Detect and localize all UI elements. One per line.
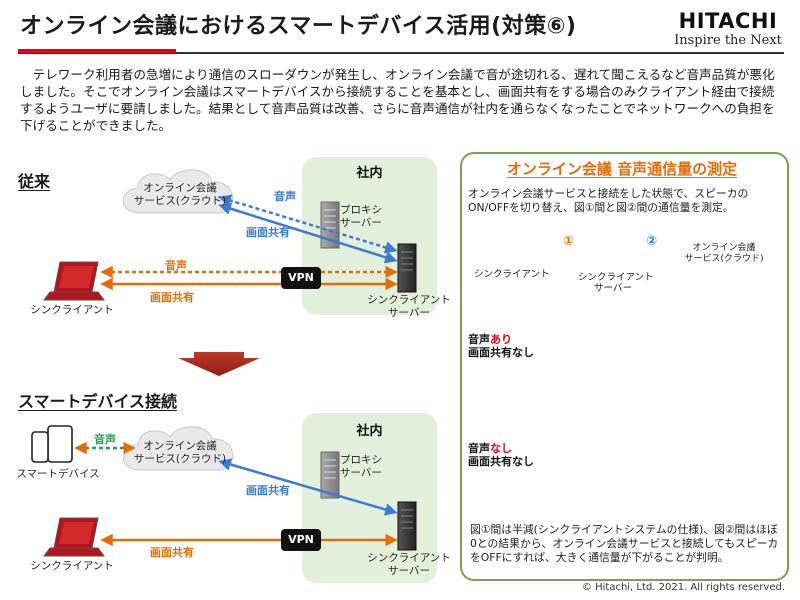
screen-share-label: 画面共有: [246, 484, 290, 497]
transition-arrow: [178, 352, 260, 376]
laptop-icon: [43, 517, 105, 557]
thin-client-server-label: シンクライアントサーバー: [367, 294, 451, 319]
vpn-badge: VPN: [281, 529, 321, 551]
logo-name: HITACHI: [678, 9, 778, 33]
thin-client-label: シンクライアント: [30, 560, 114, 572]
smart-device-label: スマートデバイス: [16, 468, 100, 480]
panel-thin-client-label: シンクライアント: [474, 269, 550, 280]
thin-client-server-icon: [397, 501, 417, 551]
cloud-icon: [122, 169, 234, 214]
zone-label: 社内: [356, 424, 383, 439]
thin-client-server-label: シンクライアントサーバー: [367, 552, 451, 577]
chart-group-label-voice-off: 音声なし 画面共有なし: [468, 442, 534, 468]
measure-point-1: ①: [563, 234, 575, 249]
title-accent-bar: [18, 49, 176, 53]
zone-label: 社内: [356, 166, 383, 181]
panel-cloud-label: オンライン会議サービス(クラウド): [684, 243, 764, 264]
screen-share-label: 画面共有: [150, 546, 194, 559]
intro-paragraph: テレワーク利用者の急増により通信のスローダウンが発生し、オンライン会議で音が途切…: [20, 67, 775, 133]
section-heading-before: 従来: [18, 172, 51, 191]
panel-server-label: シンクライアントサーバー: [578, 272, 654, 294]
section-heading-after: スマートデバイス接続: [18, 392, 178, 411]
thin-client-server-icon: [397, 243, 417, 293]
panel-description: オンライン会議サービスと接続をした状態で、スピーカのON/OFFを切り替え、図①…: [468, 187, 749, 214]
hitachi-logo: HITACHI Inspire the Next: [668, 10, 788, 48]
measurement-panel: [460, 152, 789, 581]
proxy-label: プロキシサーバー: [340, 204, 382, 229]
logo-tagline: Inspire the Next: [674, 33, 782, 48]
vpn-badge: VPN: [281, 267, 321, 289]
page-title: オンライン会議におけるスマートデバイス活用(対策⑥): [20, 14, 577, 39]
screen-share-label: 画面共有: [246, 226, 290, 239]
measure-point-2: ②: [646, 234, 658, 249]
title-divider: [18, 52, 784, 54]
panel-title: オンライン会議 音声通信量の測定: [506, 160, 738, 178]
smart-device-icon: [31, 425, 73, 463]
cloud-label: オンライン会議サービス(クラウド): [133, 182, 227, 207]
voice-label: 音声: [165, 259, 187, 272]
screen-share-label: 画面共有: [150, 291, 194, 304]
laptop-icon: [43, 261, 105, 301]
chart-group-label-voice-on: 音声あり 画面共有なし: [468, 333, 534, 359]
screen-share-flow-arrow: [218, 458, 398, 516]
thin-client-label: シンクライアント: [30, 304, 114, 316]
cloud-label: オンライン会議サービス(クラウド): [133, 440, 227, 465]
screen-share-flow-arrow: [218, 202, 398, 264]
voice-label: 音声: [94, 433, 116, 446]
copyright: © Hitachi, Ltd. 2021. All rights reserve…: [581, 582, 785, 593]
conclusion-text: 図①間は半減(シンクライアントシステムの仕様)、図②間はほぼ0との結果から、オン…: [470, 523, 779, 564]
proxy-label: プロキシサーバー: [340, 454, 382, 479]
voice-label: 音声: [274, 190, 296, 203]
